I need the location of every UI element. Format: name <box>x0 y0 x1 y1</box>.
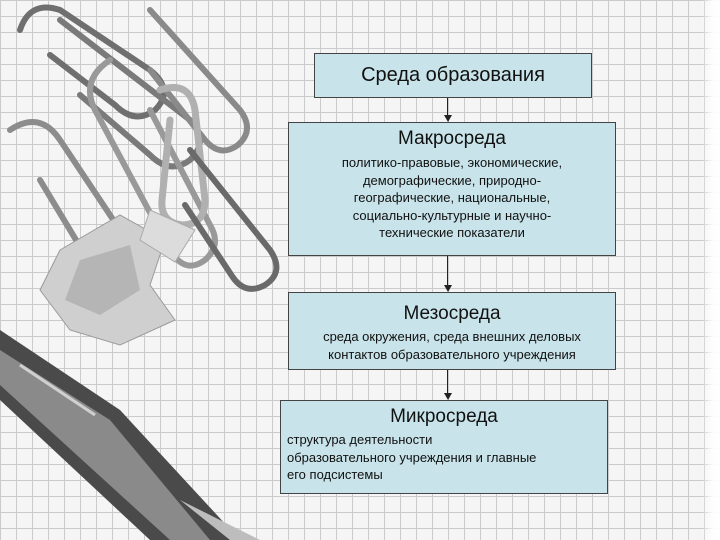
micro-node-description: структура деятельности образовательного … <box>287 431 601 484</box>
arrow-macro-to-meso <box>444 256 452 292</box>
micro-desc-line: его подсистемы <box>287 467 383 483</box>
meso-desc-line: контактов образовательного учреждения <box>328 346 576 362</box>
macro-node-box: Макросреда политико-правовые, экономичес… <box>288 122 616 256</box>
root-node-title: Среда образования <box>361 64 545 86</box>
paper-clip-icon <box>87 57 218 269</box>
macro-node-title: Макросреда <box>398 128 506 149</box>
micro-desc-line: образовательного учреждения и главные <box>287 449 537 465</box>
macro-desc-line: политико-правовые, экономические, <box>341 155 563 170</box>
macro-desc-line: технические показатели <box>379 225 525 241</box>
arrow-meso-to-micro <box>444 370 452 400</box>
paper-clip-icon <box>156 84 209 229</box>
macro-desc-line: географические, национальные, <box>353 190 551 206</box>
meso-node-title: Мезосреда <box>403 303 501 324</box>
paper-clip-icon <box>147 7 250 154</box>
micro-desc-line: структура деятельности <box>287 432 433 447</box>
macro-node-description: политико-правовые, экономические, демогр… <box>301 154 603 242</box>
pen-icon <box>0 330 260 540</box>
torn-paper-edge <box>702 0 720 540</box>
meso-node-description: среда окружения, среда внешних деловых к… <box>291 328 613 363</box>
paper-shavings-icon <box>39 209 196 346</box>
macro-desc-line: социально-культурные и научно- <box>352 207 552 223</box>
paper-clip-icon <box>182 147 280 292</box>
arrow-root-to-macro <box>444 98 452 122</box>
decorative-background <box>0 4 280 540</box>
meso-desc-line: среда окружения, среда внешних деловых <box>323 329 581 344</box>
micro-node-box: Микросреда структура деятельности образо… <box>280 400 608 494</box>
micro-node-title: Микросреда <box>390 406 498 427</box>
macro-desc-line: демографические, природно- <box>362 172 542 188</box>
meso-node-box: Мезосреда среда окружения, среда внешних… <box>288 292 616 370</box>
root-node-box: Среда образования <box>314 53 592 98</box>
